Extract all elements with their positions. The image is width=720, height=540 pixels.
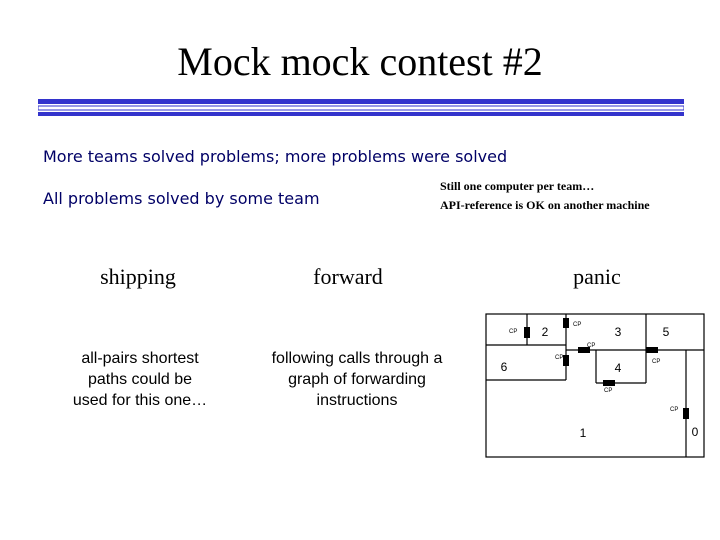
forward-desc-line: following calls through a: [271, 350, 443, 367]
room-label: 0: [692, 425, 699, 439]
shipping-desc-line: all-pairs shortest: [81, 350, 199, 367]
title-divider: [38, 99, 684, 116]
room-label: 5: [663, 325, 670, 339]
teams-solved-text: More teams solved problems; more problem…: [43, 147, 508, 166]
forward-description: following calls through a graph of forwa…: [246, 348, 468, 411]
checkpoint-label: CP: [509, 329, 517, 335]
shipping-desc-line: paths could be: [87, 371, 193, 388]
checkpoint-door: [563, 355, 569, 366]
computer-note: Still one computer per team…: [440, 179, 595, 193]
checkpoint-door: [603, 380, 615, 386]
checkpoint-label: CP: [652, 359, 660, 365]
problem-shipping: shipping: [100, 264, 176, 289]
problem-forward: forward: [313, 264, 383, 289]
api-note: API-reference is OK on another machine: [440, 198, 650, 212]
room-label: 2: [542, 325, 549, 339]
checkpoint-door: [563, 318, 569, 328]
checkpoint-label: CP: [573, 322, 581, 328]
floorplan-outline: [485, 313, 705, 458]
problem-panic: panic: [573, 264, 621, 289]
forward-desc-line: graph of forwarding: [288, 371, 426, 388]
checkpoint-door: [646, 347, 658, 353]
slide-title: Mock mock contest #2: [177, 39, 543, 84]
shipping-desc-line: used for this one…: [72, 392, 208, 409]
checkpoint-label: CP: [555, 355, 563, 361]
room-label: 6: [501, 360, 508, 374]
checkpoint-door: [578, 347, 590, 353]
checkpoint-door: [683, 408, 689, 419]
all-solved-text: All problems solved by some team: [43, 189, 320, 208]
forward-desc-line: instructions: [316, 392, 398, 409]
checkpoint-label: CP: [604, 388, 612, 394]
checkpoint-label: CP: [587, 343, 595, 349]
shipping-description: all-pairs shortest paths could be used f…: [40, 348, 240, 411]
room-label: 1: [580, 426, 587, 440]
checkpoint-door: [524, 327, 530, 338]
room-label: 4: [615, 361, 622, 375]
room-label: 3: [615, 325, 622, 339]
checkpoint-label: CP: [670, 407, 678, 413]
